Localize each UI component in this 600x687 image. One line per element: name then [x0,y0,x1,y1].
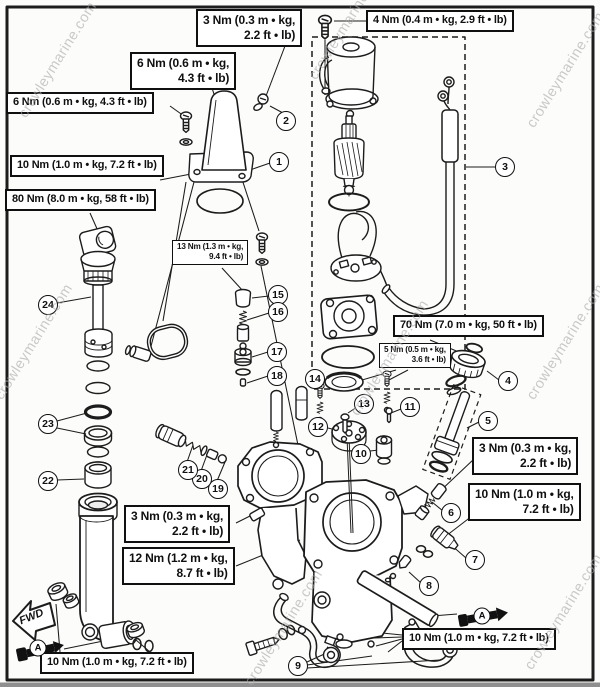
pump-housing-right [303,479,439,649]
part-callout-7[interactable]: 7 [465,550,485,570]
tq-13nm: 13 Nm (1.3 m • kg,9.4 ft • lb) [172,240,249,265]
tq-12nm: 12 Nm (1.2 m • kg,8.7 ft • lb) [122,547,235,585]
trim-piston-rod [78,225,117,489]
tq-70nm: 70 Nm (7.0 m • kg, 50 ft • lb) [393,315,544,337]
tq-10nm-right: 10 Nm (1.0 m • kg,7.2 ft • lb) [468,483,581,521]
part-callout-6[interactable]: 6 [441,503,461,523]
part-callout-21[interactable]: 21 [178,460,198,480]
tq-10nm-bl: 10 Nm (1.0 m • kg, 7.2 ft • lb) [40,652,194,674]
pump-housing-left [237,385,323,590]
part-callout-18[interactable]: 18 [267,366,287,386]
tq-3nm-top: 3 Nm (0.3 m • kg,2.2 ft • lb) [196,9,303,47]
part-callout-24[interactable]: 24 [38,295,58,315]
tq-3nm-right: 3 Nm (0.3 m • kg,2.2 ft • lb) [472,437,579,475]
part-callout-4[interactable]: 4 [498,371,518,391]
part-callout-11[interactable]: 11 [400,397,420,417]
relief-valve-stack [234,288,252,387]
check-valve-parts [384,483,459,583]
part-callout-3[interactable]: 3 [495,157,515,177]
mounting-grommets [47,582,154,653]
gear-pump [331,407,393,534]
tq-5nm: 5 Nm (0.5 m • kg,3.6 ft • lb) [379,343,451,368]
manual-release-lever [124,323,189,362]
part-callout-9[interactable]: 9 [288,656,308,676]
part-callout-19[interactable]: 19 [208,479,228,499]
part-callout-16[interactable]: 16 [268,302,288,322]
tq-80nm: 80 Nm (8.0 m • kg, 58 ft • lb) [5,189,156,211]
tilt-piston-rod [422,384,482,480]
part-callout-2[interactable]: 2 [276,111,296,131]
section-marker-a-left: A [29,639,47,657]
part-callout-14[interactable]: 14 [305,369,325,389]
part-callout-23[interactable]: 23 [38,414,58,434]
part-callout-1[interactable]: 1 [269,152,289,172]
section-marker-a-right: A [473,607,491,625]
page-frame [5,5,595,682]
tq-10nm-left: 10 Nm (1.0 m • kg, 7.2 ft • lb) [10,155,164,177]
part-callout-5[interactable]: 5 [478,411,498,431]
part-callout-13[interactable]: 13 [354,394,374,414]
fwd-arrow [12,600,56,641]
tq-10nm-br: 10 Nm (1.0 m • kg, 7.2 ft • lb) [402,628,556,650]
tq-3nm-bl: 3 Nm (0.3 m • kg,2.2 ft • lb) [124,505,231,543]
part-callout-8[interactable]: 8 [419,576,439,596]
wire-harness [381,76,459,316]
trim-valve-parts [155,423,227,464]
part-callout-12[interactable]: 12 [308,417,328,437]
part-callout-10[interactable]: 10 [351,444,371,464]
tq-6nm-left: 6 Nm (0.6 m • kg, 4.3 ft • lb) [6,92,154,114]
part-callout-17[interactable]: 17 [267,342,287,362]
tq-4nm: 4 Nm (0.4 m • kg, 2.9 ft • lb) [366,10,514,32]
tilt-cylinder-cap [445,342,486,396]
part-callout-22[interactable]: 22 [38,471,58,491]
trim-motor-cap [179,90,269,266]
tq-6nm-upper: 6 Nm (0.6 m • kg,4.3 ft • lb) [130,52,237,90]
